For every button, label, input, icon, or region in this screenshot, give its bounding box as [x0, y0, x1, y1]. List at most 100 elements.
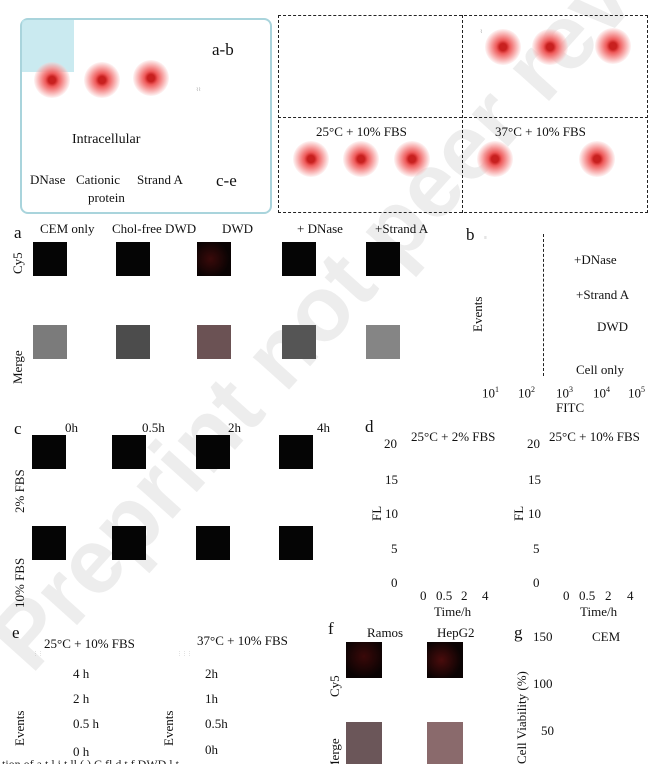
- caption-fragment: tion of a t l i t ll ( ) C fl d t f DWD …: [2, 758, 652, 764]
- micrograph-merge: [282, 325, 316, 359]
- panel-d-xtick: 0.5: [579, 588, 596, 603]
- panel-c-col-4: 4h: [317, 420, 330, 435]
- panel-d-left-title: 25°C + 2% FBS: [411, 429, 496, 444]
- micrograph-cy5: [366, 242, 400, 276]
- micrograph-merge: [33, 325, 67, 359]
- panel-g-ytick: 50: [541, 723, 554, 738]
- panel-b-xtick: 101: [482, 385, 499, 401]
- panel-e-left-row: 0 h: [73, 744, 90, 759]
- panel-d-ytick: 0: [391, 575, 398, 590]
- schematic-label-ab: a-b: [212, 40, 234, 59]
- dwd-particle: [595, 28, 631, 64]
- panel-e-letter: e: [12, 623, 20, 642]
- micrograph-merge: [346, 722, 382, 764]
- dwd-particle: [343, 141, 379, 177]
- panel-d-left-ylabel: FL: [369, 505, 384, 521]
- panel-d-xtick: 2: [461, 588, 468, 603]
- panel-b-small-mark: ≡: [484, 236, 487, 241]
- micrograph-merge: [427, 722, 463, 764]
- condition-label-37c: 37°C + 10% FBS: [495, 124, 586, 139]
- panel-d-xtick: 4: [482, 588, 489, 603]
- panel-d-xtick: 0.5: [436, 588, 453, 603]
- panel-a-letter: a: [14, 223, 22, 242]
- panel-e-right-title: 37°C + 10% FBS: [197, 633, 288, 648]
- micrograph-cy5: [427, 642, 463, 678]
- panel-e-right-ylabel: Events: [161, 710, 176, 746]
- panel-c-col-3: 2h: [228, 420, 241, 435]
- panel-a-col-3: DWD: [222, 221, 254, 236]
- panel-b-xtick: 104: [593, 385, 610, 401]
- panel-b-legend-3: DWD: [597, 319, 629, 334]
- panel-a-col-4: + DNase: [297, 221, 343, 236]
- dwd-particle: [485, 29, 521, 65]
- panel-e-right-row: 2h: [205, 666, 218, 681]
- panel-b-letter: b: [466, 225, 475, 244]
- cationic-label: Cationic: [76, 172, 121, 187]
- panel-e-small-mark: ⋮⋮⋮: [177, 652, 192, 657]
- condition-small-mark: ⌇: [480, 30, 483, 35]
- panel-g-ylabel: Cell Viability (%): [514, 671, 529, 764]
- panel-b-gate-line: [543, 234, 544, 376]
- panel-c-row-10fbs: 10% FBS: [12, 557, 27, 608]
- panel-e-left-row: 4 h: [73, 666, 90, 681]
- panel-g-ytick: 150: [533, 629, 553, 644]
- micrograph-cy5: [197, 242, 231, 276]
- condition-label-25c: 25°C + 10% FBS: [316, 124, 407, 139]
- panel-c-letter: c: [14, 419, 22, 438]
- micrograph-merge: [366, 325, 400, 359]
- panel-e-left-row: 2 h: [73, 691, 90, 706]
- micrograph-cy5: [196, 526, 230, 560]
- strand-a-label: Strand A: [137, 172, 183, 187]
- panel-c-row-2fbs: 2% FBS: [12, 469, 27, 513]
- micrograph-cy5: [346, 642, 382, 678]
- panel-e-left-ylabel: Events: [12, 710, 27, 746]
- micrograph-cy5: [32, 435, 66, 469]
- panel-d-right-xlabel: Time/h: [580, 604, 618, 619]
- panel-d-ytick: 15: [385, 472, 398, 487]
- panel-d-ytick: 0: [533, 575, 540, 590]
- micrograph-cy5: [32, 526, 66, 560]
- micrograph-cy5: [282, 242, 316, 276]
- panel-f-row-cy5: Cy5: [327, 675, 342, 697]
- panel-a-row-cy5: Cy5: [10, 252, 25, 274]
- panel-d-ytick: 5: [391, 541, 398, 556]
- panel-b-xtick: 105: [628, 385, 645, 401]
- schematic-label-ce: c-e: [216, 171, 237, 190]
- micrograph-cy5: [33, 242, 67, 276]
- panel-e-left-row: 0.5 h: [73, 716, 99, 731]
- panel-e-left-title: 25°C + 10% FBS: [44, 636, 135, 651]
- panel-b-legend-2: +Strand A: [576, 287, 630, 302]
- panel-g-title: CEM: [592, 629, 621, 644]
- panel-d-ytick: 5: [533, 541, 540, 556]
- panel-d-letter: d: [365, 417, 374, 436]
- schematic-small-mark: ⌇⌇: [196, 88, 201, 93]
- panel-a-row-merge: Merge: [10, 350, 25, 384]
- panel-e-right-row: 0h: [205, 742, 218, 757]
- dwd-particle: [84, 62, 120, 98]
- panel-b-xlabel: FITC: [556, 400, 585, 415]
- panel-d-xtick: 0: [420, 588, 427, 603]
- panel-g-ytick: 100: [533, 676, 553, 691]
- panel-d-xtick: 4: [627, 588, 634, 603]
- micrograph-cy5: [196, 435, 230, 469]
- dwd-particle: [133, 60, 169, 96]
- panel-d-right-ylabel: FL: [511, 505, 526, 521]
- panel-c-col-1: 0h: [65, 420, 78, 435]
- panel-f-col-2: HepG2: [437, 625, 475, 640]
- panel-d-left-xlabel: Time/h: [434, 604, 472, 619]
- micrograph-merge: [197, 325, 231, 359]
- panel-b-xtick: 103: [556, 385, 573, 401]
- panel-a-col-5: +Strand A: [375, 221, 429, 236]
- dwd-particle: [34, 62, 70, 98]
- panel-b-legend-1: +DNase: [574, 252, 617, 267]
- panel-e-right-row: 1h: [205, 691, 218, 706]
- micrograph-cy5: [279, 526, 313, 560]
- panel-a-col-2: Chol-free DWD: [112, 221, 197, 236]
- panel-b-xtick: 102: [518, 385, 535, 401]
- micrograph-cy5: [112, 526, 146, 560]
- panel-a-col-1: CEM only: [40, 221, 95, 236]
- intracellular-label: Intracellular: [72, 132, 141, 147]
- dwd-particle: [477, 141, 513, 177]
- panel-e-small-mark: ⋮⋮: [33, 652, 43, 657]
- panel-d-xtick: 2: [605, 588, 612, 603]
